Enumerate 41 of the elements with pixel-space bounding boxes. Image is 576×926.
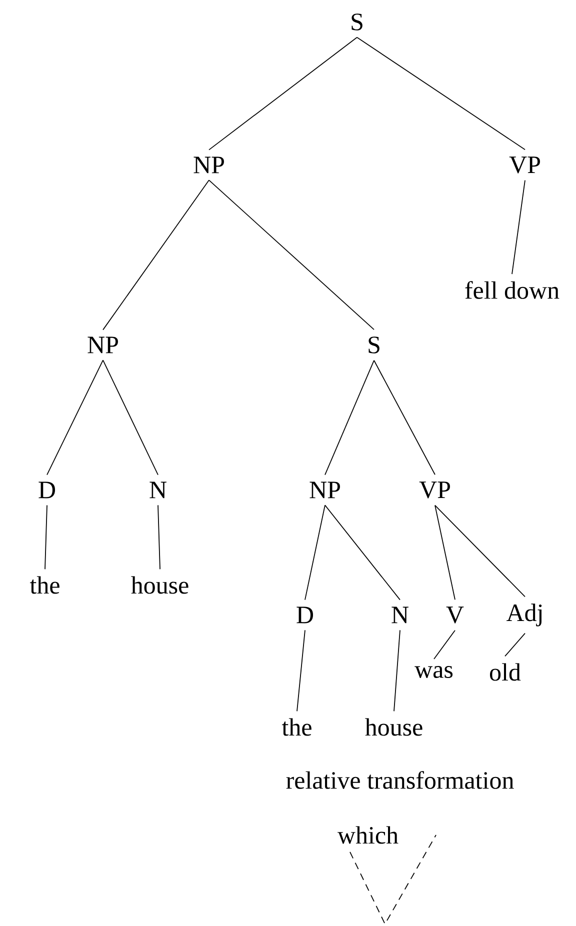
tree-branch (504, 632, 526, 657)
tree-label: S (368, 336, 380, 354)
tree-label: old (490, 663, 521, 681)
tree-branch (434, 504, 526, 598)
tree-label: house (131, 576, 188, 594)
tree-branch (102, 360, 158, 476)
tree-label: NP (310, 482, 340, 498)
tree-label: the (30, 576, 60, 594)
tree-label: NP (194, 156, 224, 174)
tree-branch (158, 504, 160, 570)
tree-branch (46, 360, 104, 476)
tree-label: D (296, 606, 314, 624)
tree-branch (102, 180, 210, 330)
tree-label: S (352, 14, 362, 30)
tree-branch (44, 504, 48, 570)
tree-label: N (392, 606, 408, 624)
tree-label: VP (509, 156, 540, 174)
tree-branch (208, 180, 374, 330)
annotation-text: which (337, 826, 398, 844)
tree-branch (296, 630, 306, 712)
tree-branch (324, 360, 374, 476)
tree-branch (394, 630, 400, 712)
tree-label: NP (88, 336, 118, 354)
annotation-text: relative transformation (286, 771, 514, 789)
tree-branch (304, 504, 326, 600)
tree-label: N (150, 482, 166, 498)
tree-branch (324, 504, 400, 600)
tree-label: was (414, 666, 453, 678)
tree-label: house (365, 718, 422, 736)
tree-label: Adj (506, 604, 542, 626)
tree-branch (208, 36, 358, 150)
tree-branch (512, 180, 526, 275)
tree-branch (356, 36, 526, 150)
tree-label: VP (419, 482, 450, 498)
tree-label: V (446, 606, 464, 624)
tree-branch (374, 360, 436, 476)
tree-branch (434, 630, 456, 660)
tree-label: the (282, 718, 312, 736)
tree-label: fell down (465, 281, 560, 299)
tree-label: D (38, 482, 56, 498)
tree-branch (434, 504, 456, 600)
